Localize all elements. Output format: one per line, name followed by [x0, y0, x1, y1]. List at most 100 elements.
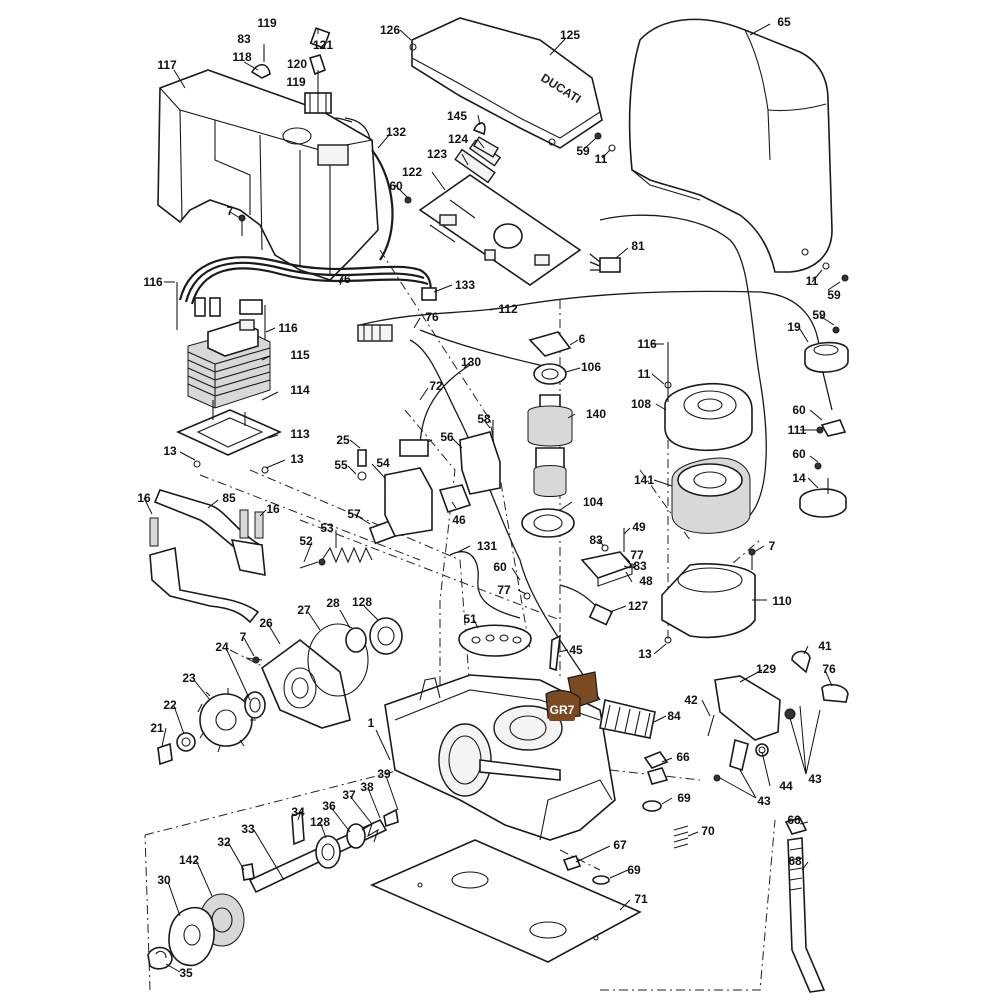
- connector: [589, 253, 621, 273]
- part-label: 16: [137, 491, 151, 505]
- part-label: 142: [178, 853, 200, 867]
- part-label: 140: [585, 407, 607, 421]
- part-label: 60: [792, 447, 806, 461]
- part-label: 118: [232, 50, 252, 64]
- part-label: 1: [367, 716, 375, 730]
- part-label: 116: [637, 337, 657, 351]
- part-label: 7: [239, 630, 247, 644]
- part-label: 65: [777, 15, 791, 29]
- motor-stator: [661, 341, 849, 639]
- ribbon-cable: [599, 699, 656, 739]
- sensor-bracket: [580, 528, 635, 587]
- part-label: 119: [286, 75, 306, 89]
- part-label: 52: [299, 534, 313, 548]
- leader-lines: [143, 23, 841, 973]
- part-label: 116: [278, 321, 298, 335]
- part-label: 131: [476, 539, 498, 553]
- part-label: 76: [425, 310, 439, 324]
- part-label: 126: [379, 23, 401, 37]
- part-label: 113: [290, 427, 310, 441]
- part-label: 120: [286, 57, 308, 71]
- part-label: 116: [143, 275, 163, 289]
- cable: [371, 149, 394, 261]
- part-label: 132: [385, 125, 407, 139]
- part-label: 26: [259, 616, 273, 630]
- part-label: 16: [266, 502, 280, 516]
- part-label: 106: [580, 360, 602, 374]
- part-label: 35: [179, 966, 193, 980]
- part-label: 108: [630, 397, 652, 411]
- part-label: 119: [257, 16, 277, 30]
- part-label: 133: [454, 278, 476, 292]
- part-label: 104: [582, 495, 604, 509]
- part-label: 121: [312, 38, 334, 52]
- part-label: 24: [215, 640, 229, 654]
- rod: [784, 817, 826, 993]
- part-label: 58: [477, 412, 491, 426]
- part-label: 36: [322, 799, 336, 813]
- transformer: [176, 282, 271, 409]
- part-label: 84: [667, 709, 681, 723]
- highlight-badge: GR7: [549, 699, 575, 721]
- part-label: 76: [337, 272, 351, 286]
- part-label: 69: [677, 791, 691, 805]
- part-label: 55: [334, 458, 348, 472]
- part-label: 124: [447, 132, 469, 146]
- part-label: 70: [701, 824, 715, 838]
- part-label: 77: [497, 583, 511, 597]
- part-label: 83: [589, 533, 603, 547]
- part-label: 59: [812, 308, 826, 322]
- housing-cover: [157, 69, 379, 281]
- part-label: 13: [290, 452, 304, 466]
- part-label: 81: [631, 239, 645, 253]
- part-label: 127: [627, 599, 649, 613]
- output-gear-assembly: [157, 617, 403, 766]
- part-label: 46: [452, 513, 466, 527]
- part-label: 13: [163, 444, 177, 458]
- part-label: 13: [638, 647, 652, 661]
- part-label: 51: [463, 612, 477, 626]
- part-label: 11: [637, 367, 651, 381]
- part-label: 66: [676, 750, 690, 764]
- release-lever: [149, 489, 266, 624]
- part-label: 129: [755, 662, 777, 676]
- part-label: 123: [426, 147, 448, 161]
- part-label: 145: [446, 109, 468, 123]
- part-label: 32: [217, 835, 231, 849]
- part-label: 25: [336, 433, 350, 447]
- part-label: 59: [576, 144, 590, 158]
- part-label: 122: [401, 165, 423, 179]
- part-label: 72: [429, 379, 443, 393]
- part-label: 39: [377, 767, 391, 781]
- motor-rotor: [521, 331, 575, 538]
- part-label: 60: [792, 403, 806, 417]
- part-label: 45: [569, 643, 583, 657]
- part-label: 42: [684, 693, 698, 707]
- part-label: 11: [594, 152, 608, 166]
- part-label: 85: [222, 491, 236, 505]
- part-label: 22: [163, 698, 177, 712]
- part-label: 83: [633, 559, 647, 573]
- limit-switch-group: [357, 420, 501, 537]
- part-label: 34: [291, 805, 305, 819]
- part-label: 38: [360, 780, 374, 794]
- fasteners: [238, 132, 849, 664]
- part-label: 56: [440, 430, 454, 444]
- part-label: 141: [633, 473, 655, 487]
- terminal-parts: [250, 27, 371, 141]
- part-label: 41: [818, 639, 832, 653]
- part-label: 115: [290, 348, 310, 362]
- part-label: 112: [498, 302, 518, 316]
- part-label: 60: [389, 179, 403, 193]
- part-label: 57: [347, 507, 361, 521]
- part-label: 53: [320, 521, 334, 535]
- spring-assembly: [299, 519, 398, 569]
- part-label: 14: [792, 471, 806, 485]
- part-label: 68: [788, 854, 802, 868]
- part-label: 114: [290, 383, 310, 397]
- top-cover: DUCATI: [409, 17, 603, 149]
- part-label: 69: [627, 863, 641, 877]
- part-label: 28: [326, 596, 340, 610]
